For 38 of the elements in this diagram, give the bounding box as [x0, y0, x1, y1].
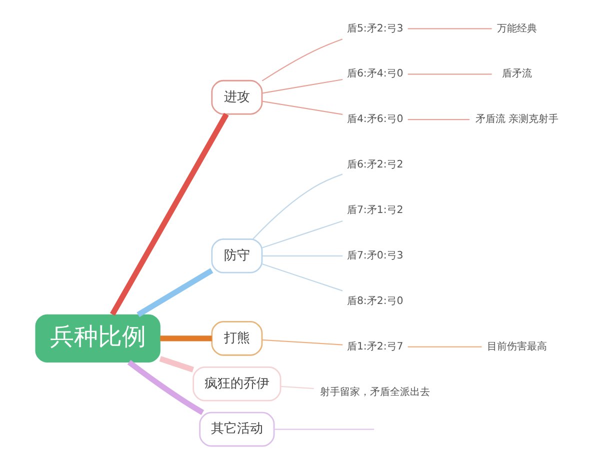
- node-text: 万能经典: [496, 23, 537, 34]
- node-text: 盾7:矛1:弓2: [346, 205, 404, 216]
- connector: [280, 386, 314, 390]
- connector: [262, 220, 343, 248]
- connector: [262, 78, 343, 94]
- connector: [262, 38, 343, 82]
- node-text: 盾6:矛4:弓0: [346, 68, 404, 80]
- node-box: 其它活动: [199, 412, 275, 447]
- node-text: 目前伤害最高: [486, 341, 547, 352]
- connector: [136, 268, 214, 318]
- connector: [408, 346, 482, 348]
- node-text: 盾1:矛2:弓7: [346, 341, 404, 352]
- node-text: 盾8:矛2:弓0: [346, 296, 404, 307]
- connector: [159, 356, 194, 372]
- connector: [160, 336, 212, 342]
- connector: [127, 360, 204, 415]
- node-box: 防守: [211, 238, 263, 274]
- connector: [262, 339, 343, 346]
- connector: [252, 174, 343, 240]
- connector: [262, 100, 343, 115]
- node-box: 进攻: [211, 80, 263, 115]
- node-text: 盾6:矛2:弓2: [346, 160, 404, 171]
- node-text: 盾矛流: [502, 68, 532, 80]
- connector: [110, 112, 229, 316]
- node-box: 兵种比例: [35, 314, 160, 363]
- node-text: 盾5:矛2:弓3: [346, 23, 404, 34]
- node-text: 射手留家，矛盾全派出去: [320, 386, 430, 398]
- node-box: 疯狂的乔伊: [192, 366, 282, 402]
- connector: [274, 428, 374, 430]
- node-text: 盾7:矛0:弓3: [346, 250, 404, 262]
- node-text: 矛盾流 亲测克射手: [475, 114, 559, 126]
- connector: [262, 263, 343, 292]
- node-text: 盾4:矛6:弓0: [346, 114, 404, 126]
- connector: [408, 119, 470, 120]
- node-box: 打熊: [211, 321, 263, 356]
- connector: [408, 74, 492, 75]
- connector: [408, 28, 492, 30]
- connector: [262, 255, 343, 256]
